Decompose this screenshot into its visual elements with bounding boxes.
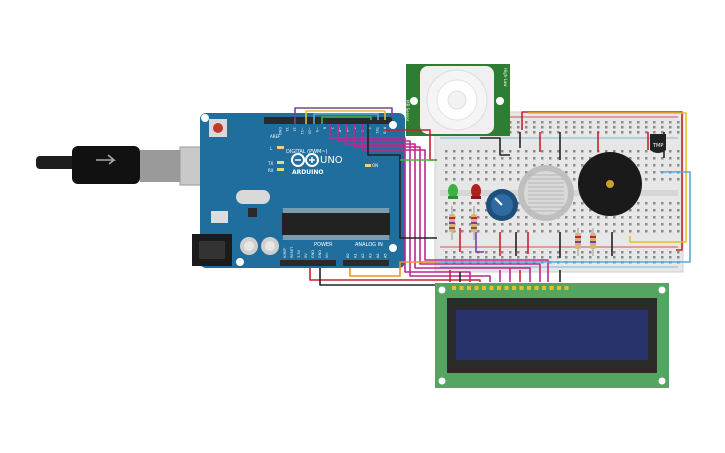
crystal-oscillator [236,190,270,204]
reset-button-cap[interactable] [213,123,223,133]
digital-label: DIGITAL (PWM~) [286,149,328,155]
analog-pin-label: A5 [384,253,388,258]
resistor-1 [449,206,455,240]
analog-pin-label: A1 [354,253,358,258]
led-rx [277,168,284,171]
led-tx [277,161,284,164]
lcd-screen [456,310,648,360]
digital-pin-label: 13 [285,127,289,131]
digital-pin-label: ~11 [300,127,304,134]
potentiometer[interactable] [486,189,518,221]
pir-label-left: PIR Sensor [405,100,410,122]
temperature-sensor[interactable]: TMP [650,134,666,153]
power-pin-label: GND [318,250,322,258]
gnd-pin-label: GND [278,127,282,135]
power-pin-label: IOREF [283,248,287,258]
arduino-uno-board[interactable]: AREF DIGITAL (PWM~) L TX RX UNO ARDUINO … [192,113,405,268]
on-led [365,164,371,167]
digital-pin-label: 12 [293,127,297,131]
piezo-buzzer[interactable] [578,152,642,216]
resistor-2 [471,206,477,240]
digital-pin-label: 2 [368,127,372,129]
analog-pin-label: A0 [346,253,350,258]
aref-label: AREF [270,134,281,139]
temp-sensor-label: TMP [652,143,663,149]
led-green[interactable] [448,184,458,199]
digital-pin-label: ~5 [345,127,349,132]
on-led-label: ON [372,163,378,168]
led-l-label: L [270,146,273,151]
lcd-pin-header [452,286,569,290]
power-label: POWER [314,242,333,248]
resistor-3 [575,228,581,256]
led-rx-label: RX [268,168,274,173]
power-pin-label: 5V [304,253,308,258]
power-pin-label: GND [311,250,315,258]
arduino-logo-icon [291,153,319,167]
gas-sensor[interactable] [518,165,574,221]
analog-label: ANALOG IN [355,242,383,248]
pir-sensor[interactable]: PIR Sensor High-Low [405,64,510,136]
digital-pin-label: ~6 [338,127,342,132]
power-pin-label: Vin [325,252,329,258]
led-red[interactable] [471,184,481,199]
power-header [280,260,336,266]
board-brand: ARDUINO [292,169,323,176]
voltage-regulator [211,211,228,223]
digital-pin-label: 7 [330,127,334,129]
power-pin-label: RESET [290,246,294,258]
led-tx-label: TX [267,161,273,166]
digital-header [264,117,392,124]
pir-label-right: High-Low [503,68,508,87]
lcd-display[interactable] [435,283,669,388]
power-pin-label: 3.3V [297,249,301,258]
analog-pin-label: A4 [376,253,380,258]
usb-cable [36,146,225,186]
wires [294,107,691,286]
digital-pin-label: TX1 [375,126,379,134]
analog-pin-label: A2 [361,253,365,258]
digital-pin-label: ~9 [315,127,319,132]
analog-pin-label: A3 [369,253,373,258]
digital-pin-label: 8 [323,127,327,129]
usb-chip [248,208,257,217]
resistor-4 [590,228,596,256]
atmega-chip [282,213,390,235]
led-l [277,146,284,149]
digital-pin-label: ~10 [308,127,312,134]
analog-header [343,260,389,266]
board-model: UNO [320,155,343,166]
